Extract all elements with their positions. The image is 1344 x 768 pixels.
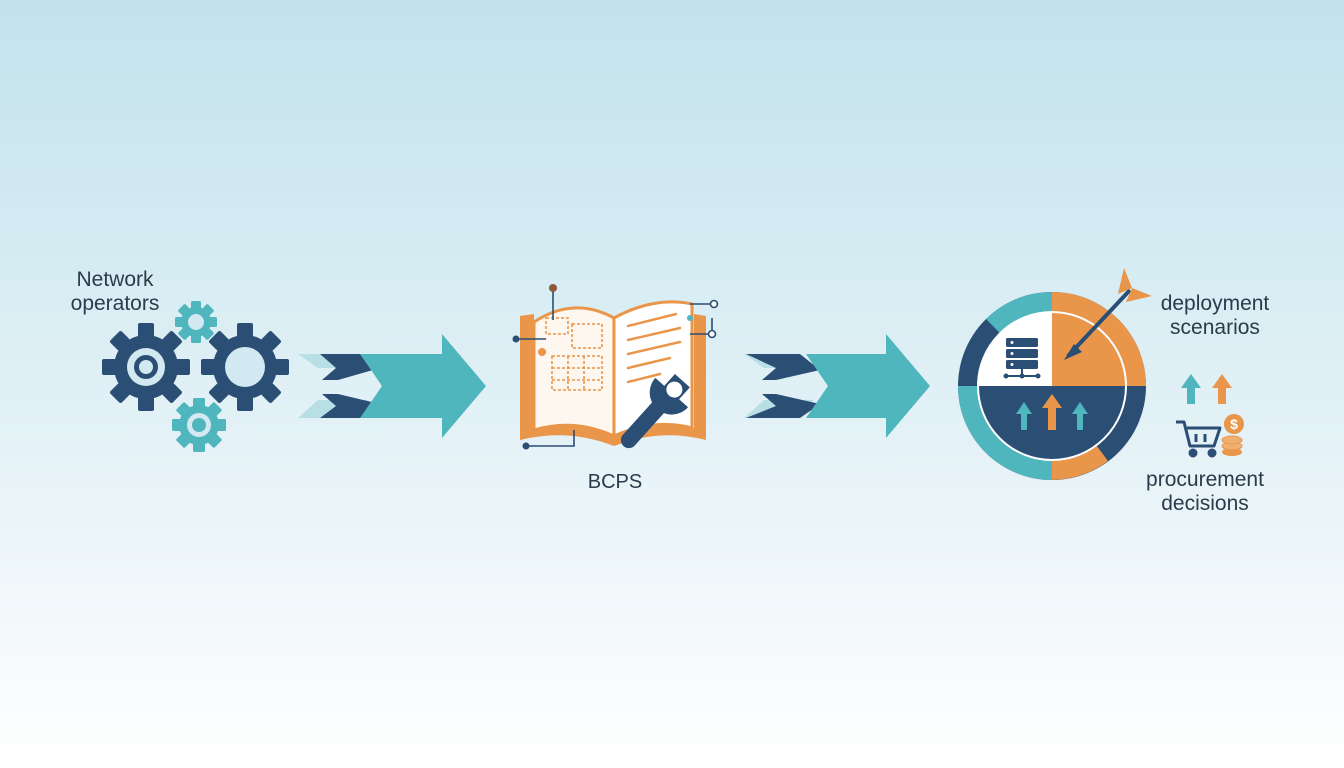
wrench-icon xyxy=(620,373,690,449)
target-pie-with-arrow-icon xyxy=(958,268,1152,480)
side-up-arrows-icon xyxy=(1181,374,1232,404)
network-operators-line1: Network xyxy=(76,268,154,291)
deployment-scenarios-label: deployment scenarios xyxy=(1140,292,1290,340)
network-operators-label: Network operators xyxy=(60,268,170,316)
dollar-symbol: $ xyxy=(1230,416,1238,432)
server-icon xyxy=(1003,338,1041,379)
gear-small-bottom-icon xyxy=(172,398,226,452)
coins-icon: $ xyxy=(1221,414,1244,456)
flow-arrow-1 xyxy=(298,334,486,438)
gear-large-right-icon xyxy=(201,323,289,411)
chevron-navy-top xyxy=(746,354,820,380)
open-book-with-wrench-icon xyxy=(512,284,719,450)
procurement-decisions-label: procurement decisions xyxy=(1130,468,1280,516)
up-arrows-icon xyxy=(1016,394,1088,430)
bcps-label: BCPS xyxy=(587,471,643,493)
shopping-cart-icon xyxy=(1176,420,1222,458)
arrow-teal-body xyxy=(360,334,486,438)
network-operators-line2: operators xyxy=(70,292,160,315)
procurement-decisions-line1: procurement xyxy=(1146,468,1264,491)
gears-icon xyxy=(102,301,289,452)
deployment-scenarios-line1: deployment xyxy=(1160,292,1270,315)
deployment-scenarios-line2: scenarios xyxy=(1170,316,1260,339)
chevron-navy-bottom xyxy=(746,394,820,418)
flow-arrow-2 xyxy=(744,334,930,438)
gear-small-top-icon xyxy=(175,301,217,343)
dart-arrow-icon xyxy=(1064,268,1152,360)
procurement-decisions-line2: decisions xyxy=(1161,492,1249,515)
gear-large-left-icon xyxy=(102,323,190,411)
arrow-teal-body xyxy=(806,334,930,438)
